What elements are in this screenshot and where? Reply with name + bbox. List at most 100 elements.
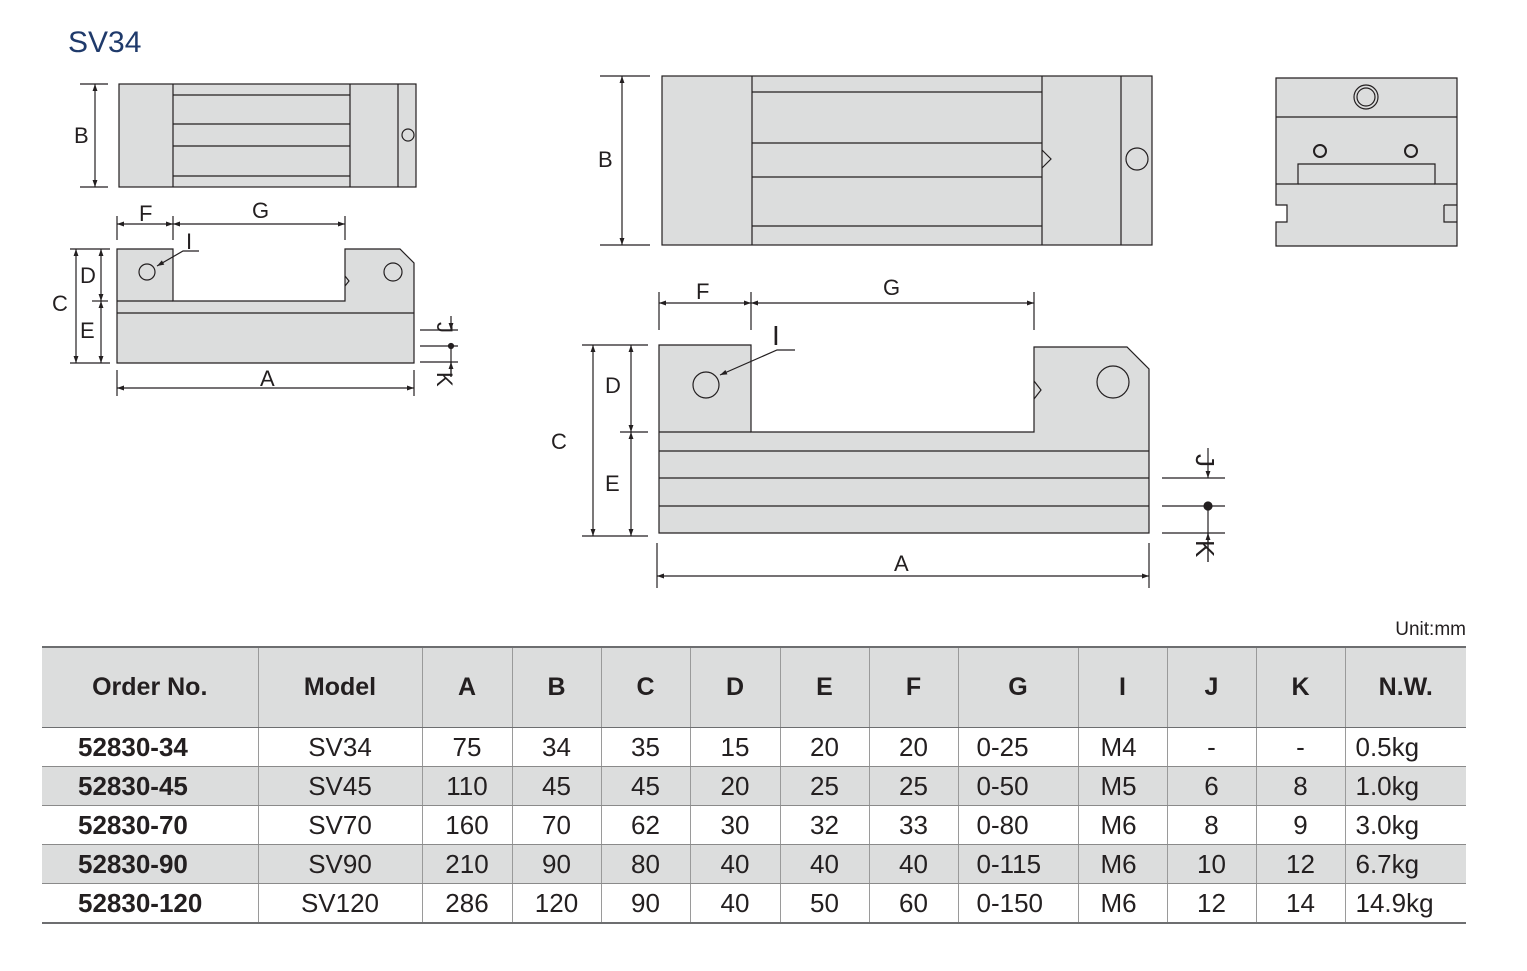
label-b-large: B [598,147,613,172]
cell-model: SV120 [257,883,422,924]
cell-e: 20 [779,727,869,767]
label-g-large: G [883,275,900,300]
header-c: C [600,646,690,728]
cell-model: SV45 [257,766,422,806]
cell-i: M6 [1077,844,1167,884]
cell-k: 8 [1255,766,1345,806]
cell-b: 120 [511,883,601,924]
label-j-small: J [432,322,457,333]
cell-e: 50 [779,883,869,924]
unit-label: Unit:mm [1395,619,1466,640]
label-c-large: C [551,429,567,454]
header-g: G [957,646,1078,728]
header-model: Model [257,646,422,728]
large-top-view [600,75,1153,246]
cell-f: 33 [868,805,958,845]
header-nw: N.W. [1344,646,1466,728]
cell-d: 30 [689,805,780,845]
cell-c: 62 [600,805,690,845]
technical-drawings: B F G I C D E A J K B F G I C D E A J K [52,75,1458,588]
cell-i: M4 [1077,727,1167,767]
page-title: SV34 [68,26,142,59]
cell-i: M5 [1077,766,1167,806]
cell-nw: 6.7kg [1344,844,1466,884]
label-i-small: I [186,229,192,254]
cell-c: 35 [600,727,690,767]
cell-a: 210 [421,844,512,884]
label-e-small: E [80,318,95,343]
cell-d: 20 [689,766,780,806]
cell-e: 25 [779,766,869,806]
cell-k: 14 [1255,883,1345,924]
cell-k: - [1255,727,1345,767]
end-view [1275,77,1458,247]
cell-f: 40 [868,844,958,884]
cell-a: 286 [421,883,512,924]
cell-model: SV90 [257,844,422,884]
label-j-large: J [1190,454,1220,467]
table-row: 52830-34 SV34 75 34 35 15 20 20 0-25 M4 … [42,727,1466,767]
cell-b: 34 [511,727,601,767]
header-d: D [689,646,780,728]
cell-f: 60 [868,883,958,924]
cell-order-no: 52830-34 [42,727,258,767]
label-k-small: K [432,372,457,387]
header-i: I [1077,646,1167,728]
header-a: A [421,646,512,728]
label-k-large: K [1190,540,1220,558]
cell-j: 8 [1166,805,1256,845]
large-side-view [582,292,1225,588]
label-f-large: F [696,279,709,304]
table-row: 52830-120 SV120 286 120 90 40 50 60 0-15… [42,883,1466,924]
cell-a: 160 [421,805,512,845]
cell-f: 20 [868,727,958,767]
cell-nw: 0.5kg [1344,727,1466,767]
small-side-view [70,216,458,396]
header-k: K [1255,646,1345,728]
cell-g: 0-80 [957,805,1078,845]
spec-table: Order No. Model A B C D E F G I J K N.W.… [42,646,1466,924]
cell-j: - [1166,727,1256,767]
table-header-row: Order No. Model A B C D E F G I J K N.W. [42,646,1466,728]
cell-b: 90 [511,844,601,884]
cell-i: M6 [1077,805,1167,845]
label-a-small: A [260,366,275,391]
header-f: F [868,646,958,728]
cell-k: 9 [1255,805,1345,845]
cell-b: 70 [511,805,601,845]
cell-b: 45 [511,766,601,806]
cell-j: 10 [1166,844,1256,884]
label-f-small: F [139,201,152,226]
label-d-small: D [80,263,96,288]
cell-e: 32 [779,805,869,845]
header-order-no: Order No. [42,646,258,728]
label-g-small: G [252,198,269,223]
cell-d: 40 [689,883,780,924]
label-c-small: C [52,291,68,316]
cell-j: 6 [1166,766,1256,806]
cell-f: 25 [868,766,958,806]
small-top-view [80,83,417,188]
cell-g: 0-25 [957,727,1078,767]
cell-order-no: 52830-70 [42,805,258,845]
cell-j: 12 [1166,883,1256,924]
label-i-large: I [772,320,780,351]
cell-e: 40 [779,844,869,884]
cell-nw: 14.9kg [1344,883,1466,924]
label-b-small: B [74,123,89,148]
header-b: B [511,646,601,728]
label-a-large: A [894,551,909,576]
cell-order-no: 52830-90 [42,844,258,884]
cell-i: M6 [1077,883,1167,924]
cell-c: 80 [600,844,690,884]
cell-g: 0-150 [957,883,1078,924]
cell-order-no: 52830-120 [42,883,258,924]
label-e-large: E [605,471,620,496]
cell-d: 40 [689,844,780,884]
header-e: E [779,646,869,728]
table-row: 52830-90 SV90 210 90 80 40 40 40 0-115 M… [42,844,1466,884]
cell-k: 12 [1255,844,1345,884]
cell-model: SV34 [257,727,422,767]
cell-c: 45 [600,766,690,806]
header-j: J [1166,646,1256,728]
